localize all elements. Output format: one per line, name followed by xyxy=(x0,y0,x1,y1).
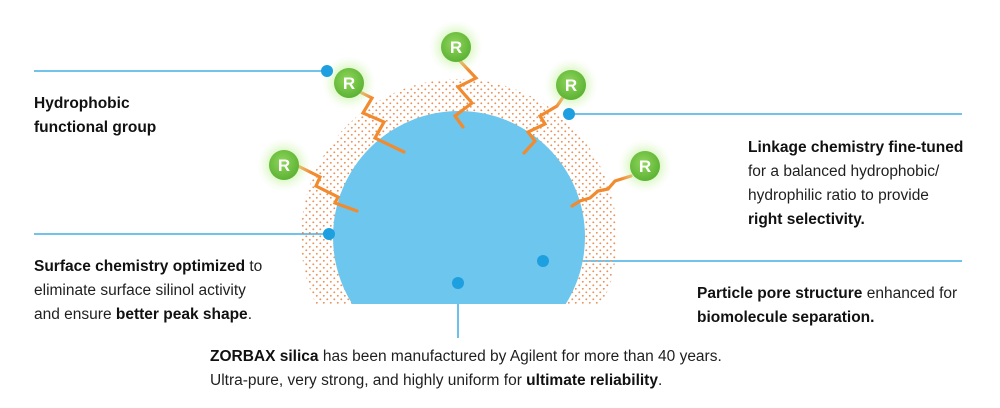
callout-pore-structure: Particle pore structure enhanced for bio… xyxy=(697,282,987,330)
group-label: R xyxy=(343,74,355,93)
linkage-text2: hydrophilic ratio to provide xyxy=(748,187,929,204)
callout-surface-chemistry: Surface chemistry optimized to eliminate… xyxy=(34,255,294,327)
pore-text1: enhanced for xyxy=(862,285,958,302)
marker-linkage xyxy=(563,108,575,120)
functional-group-right: R xyxy=(618,139,672,193)
zorbax-text1: has been manufactured by Agilent for mor… xyxy=(318,348,722,365)
silica-core-group xyxy=(333,111,585,304)
surface-bold2: better peak shape xyxy=(115,306,248,323)
marker-pore xyxy=(537,255,549,267)
group-label: R xyxy=(565,76,577,95)
zorbax-text3: . xyxy=(657,372,663,389)
surface-text3: and ensure xyxy=(34,306,116,323)
linkage-bold2: right selectivity. xyxy=(748,211,865,228)
zorbax-bold1: ZORBAX silica xyxy=(210,348,319,365)
functional-group-left: R xyxy=(257,138,311,192)
functional-group-upper-right: R xyxy=(544,58,598,112)
surface-bold1: Surface chemistry optimized xyxy=(34,258,246,275)
callout-markers xyxy=(321,65,575,289)
zorbax-text2: Ultra-pure, very strong, and highly unif… xyxy=(210,372,527,389)
group-ball xyxy=(441,32,471,62)
marker-hydrophobic xyxy=(321,65,333,77)
hydrophobic-line2: functional group xyxy=(34,119,157,136)
pore-bold1: Particle pore structure xyxy=(697,285,863,302)
group-ball xyxy=(556,70,586,100)
callout-linkage-chemistry: Linkage chemistry fine-tuned for a balan… xyxy=(748,136,988,232)
surface-text1: to xyxy=(245,258,263,275)
hydrophobic-line1: Hydrophobic xyxy=(34,95,130,112)
group-ball xyxy=(334,68,364,98)
group-label: R xyxy=(278,156,290,175)
surface-text2: eliminate surface silinol activity xyxy=(34,282,246,299)
linker-chains xyxy=(296,58,633,213)
functional-group-upper-left: R xyxy=(322,56,376,110)
functional-groups: R R R R R xyxy=(257,20,672,193)
functional-group-top: R xyxy=(429,20,483,74)
linker-top xyxy=(452,58,479,129)
group-label: R xyxy=(639,157,651,176)
pore-bold2: biomolecule separation. xyxy=(697,309,875,326)
group-ball xyxy=(269,150,299,180)
callout-hydrophobic-group: Hydrophobic functional group xyxy=(34,92,274,140)
linker-left xyxy=(296,164,359,213)
zorbax-bold2: ultimate reliability xyxy=(526,372,658,389)
linker-right xyxy=(570,174,633,208)
surface-text4: . xyxy=(247,306,252,323)
linkage-text1: for a balanced hydrophobic/ xyxy=(748,163,940,180)
linkage-bold1: Linkage chemistry fine-tuned xyxy=(748,139,964,156)
marker-zorbax xyxy=(452,277,464,289)
group-label: R xyxy=(450,38,462,57)
marker-surface xyxy=(323,228,335,240)
silica-particle-core xyxy=(333,111,585,304)
callout-zorbax-silica: ZORBAX silica has been manufactured by A… xyxy=(210,345,810,393)
group-ball xyxy=(630,151,660,181)
